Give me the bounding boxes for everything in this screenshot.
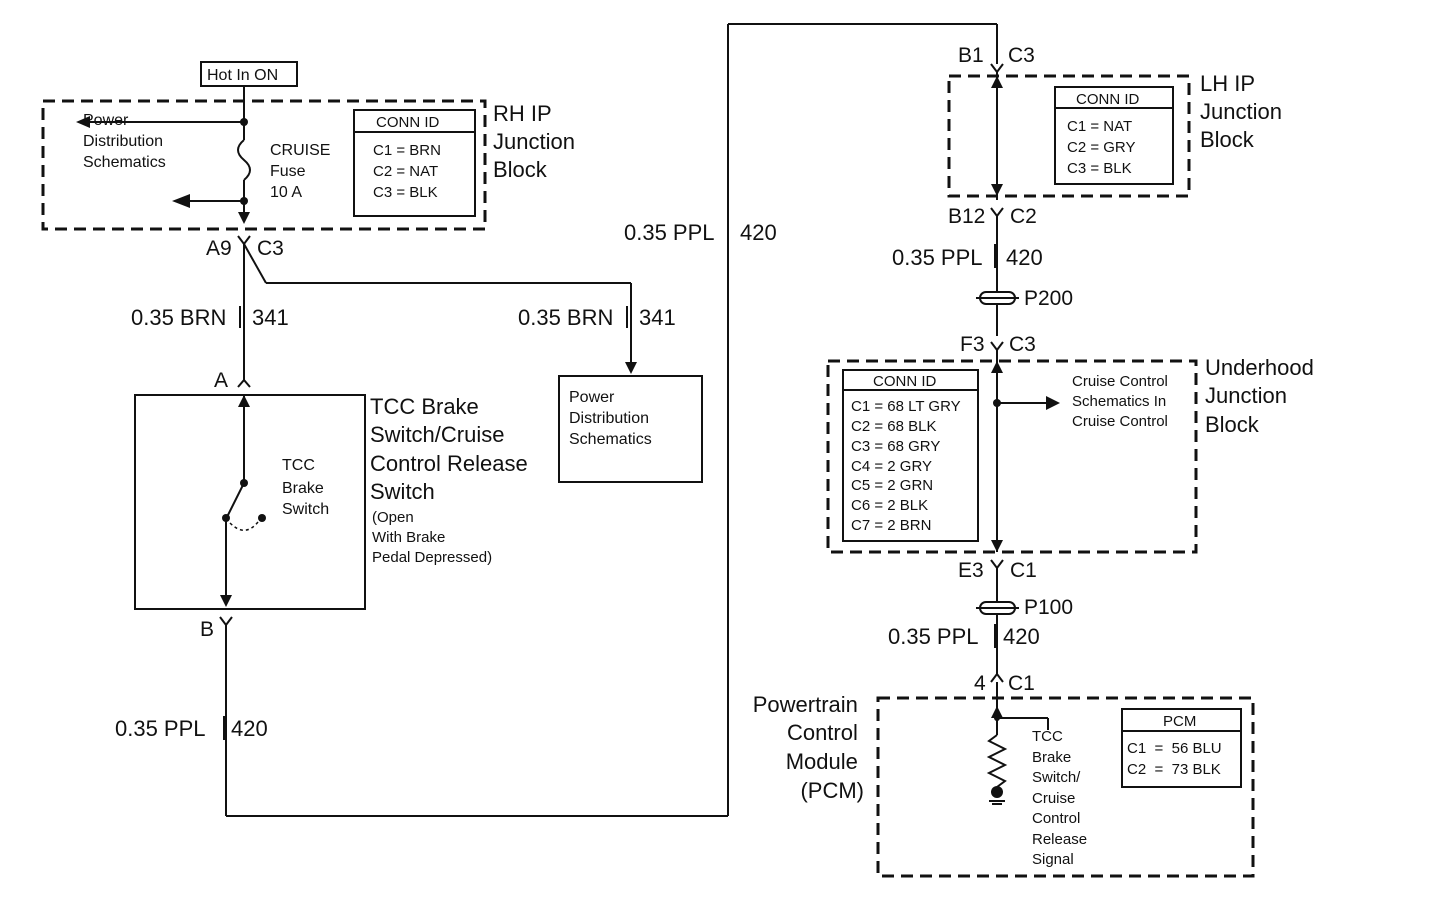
svg-text:CONN ID: CONN ID [873,373,937,390]
cruise-fuse-label: CRUISE Fuse 10 A [270,142,335,201]
svg-text:0.35 PPL: 0.35 PPL [115,716,206,741]
svg-text:420: 420 [1003,624,1040,649]
svg-text:0.35 BRN: 0.35 BRN [131,305,226,330]
svg-text:C1: C1 [1008,672,1035,695]
svg-text:P100: P100 [1024,596,1073,619]
svg-text:Power Distribution: Power Distribution Schematics [569,389,653,448]
svg-text:0.35 PPL: 0.35 PPL [892,245,983,270]
resistor-icon [986,734,1008,788]
svg-text:CONN ID: CONN ID [1076,91,1140,108]
svg-text:420: 420 [740,220,777,245]
ground-icon [991,786,1003,798]
switch-blade [226,482,245,518]
wire-ppl-420: 0.35 PPL 420 0.35 PPL 420 [115,23,998,817]
rh-ip-junction-block: Power Distribution Schematics CRUISE Fus… [41,86,581,231]
svg-text:4: 4 [974,672,986,695]
splice-p100: P100 [976,596,1073,619]
rh-conn-list: C1 = BRN C2 = NAT C3 = BLK [373,142,445,201]
svg-text:B: B [200,618,214,641]
arrow-left-icon [172,194,190,208]
svg-text:A: A [214,369,228,392]
wire-ppl-420-pcm: 0.35 PPL 420 [888,568,1040,674]
tcc-switch-note: (Open With Brake Pedal Depressed) [372,509,492,566]
fuse-icon [237,139,251,181]
pcm-title: Powertrain Control Module (PCM) [753,692,864,803]
svg-text:P200: P200 [1024,287,1073,310]
rh-power-dist-label: Power Distribution Schematics [83,112,167,171]
arrow-right-icon [1046,396,1060,410]
svg-text:C2: C2 [1010,205,1037,228]
svg-text:C1 = 56 BLU C2 = 73: C1 = 56 BLU C2 = 73 BLK [1127,740,1226,778]
svg-text:B12: B12 [948,205,985,228]
cruise-control-ref: Cruise Control Schematics In Cruise Cont… [1072,373,1172,430]
svg-text:0.35 PPL: 0.35 PPL [888,624,979,649]
underhood-junction-block: F3 C3 Cruise Control Schematics In Cruis… [826,333,1320,582]
svg-text:C1 = 68 LT GRY C2 = 68 B: C1 = 68 LT GRY C2 = 68 BLK C3 = 68 GRY C… [851,398,965,534]
svg-text:C3: C3 [257,237,284,260]
arrow-down-icon [625,362,637,374]
lh-ip-junction-block: B1 C3 CONN ID C1 = NAT C2 = GRY C3 = BLK… [947,44,1288,228]
lh-ip-title: LH IP Junction Block [1200,71,1288,152]
svg-text:0.35 PPL: 0.35 PPL [624,220,715,245]
svg-text:C3: C3 [1009,333,1036,356]
powertrain-control-module: 4 C1 TCC Brake Switch/ Cruise Control Re… [753,672,1255,878]
hot-in-on-text: Hot In ON [207,67,278,84]
svg-text:0.35 BRN: 0.35 BRN [518,305,613,330]
svg-text:420: 420 [1006,245,1043,270]
svg-text:E3: E3 [958,559,984,582]
pcm-signal-label: TCC Brake Switch/ Cruise Control Release… [1032,728,1091,868]
svg-text:341: 341 [252,305,289,330]
rh-conn-id-title: CONN ID [376,114,440,131]
tcc-switch-title: TCC Brake Switch/Cruise Control Release … [370,394,534,504]
svg-text:A9: A9 [206,237,232,260]
splice-p200: P200 [976,287,1073,310]
arrow-left-icon [76,116,90,128]
tcc-brake-switch: A TCC Brake Switch TCC Brake Switch/Crui… [134,369,534,641]
svg-text:C1: C1 [1010,559,1037,582]
svg-text:PCM: PCM [1163,713,1196,730]
wire-ppl-420-lh: 0.35 PPL 420 [892,216,1043,336]
rh-ip-title: RH IP Junction Block [493,101,581,182]
tcc-inner-label: TCC Brake Switch [282,457,329,518]
svg-text:341: 341 [639,305,676,330]
svg-text:F3: F3 [960,333,985,356]
svg-text:420: 420 [231,716,268,741]
svg-text:C3: C3 [1008,44,1035,67]
svg-text:B1: B1 [958,44,984,67]
underhood-title: Underhood Junction Block [1205,355,1320,437]
svg-text:C1 = NAT C2 = GRY: C1 = NAT C2 = GRY C3 = BLK [1067,118,1139,177]
wire-brn-341: 0.35 BRN 341 0.35 BRN 341 [131,243,676,380]
hot-in-on-label: Hot In ON [200,61,298,87]
power-distribution-box: Power Distribution Schematics [558,375,703,483]
